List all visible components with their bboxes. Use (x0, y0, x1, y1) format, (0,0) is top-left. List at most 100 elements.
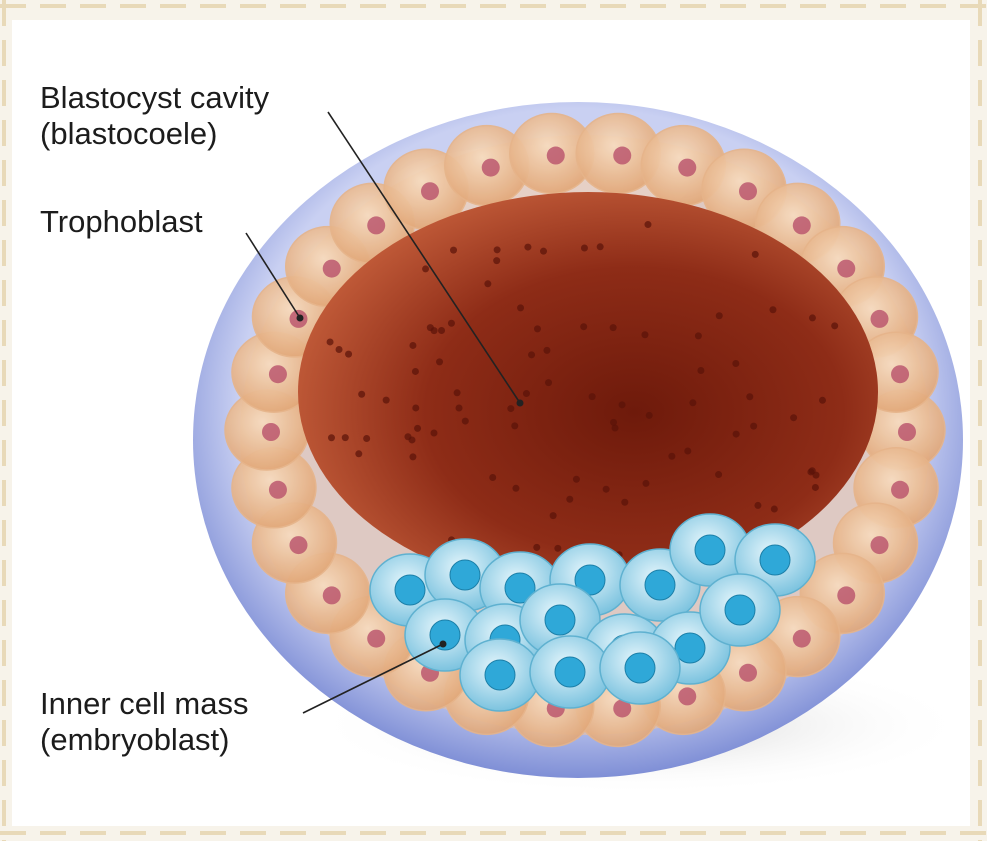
cavity-speckle (426, 324, 434, 332)
cavity-speckle (754, 501, 762, 509)
dashed-border-left (2, 0, 6, 841)
cavity-speckle (493, 257, 501, 265)
cavity-speckle (818, 396, 826, 404)
cavity-speckle (450, 246, 458, 254)
cavity-speckle (533, 543, 541, 551)
dashed-border-bottom (0, 831, 987, 835)
inner-cell (459, 638, 541, 712)
cavity-speckle (808, 314, 816, 322)
leader-line-trophoblast (245, 232, 301, 319)
inner-cell (699, 573, 781, 647)
cavity-speckle (618, 401, 626, 409)
cavity-speckle (522, 390, 530, 398)
cavity-speckle (341, 434, 349, 442)
cavity-speckle (409, 453, 417, 461)
dashed-border-right (978, 0, 982, 841)
cavity-speckle (461, 417, 469, 425)
label-blastocyst-cavity-line2: (blastocoele) (40, 116, 218, 151)
cavity-speckle (524, 243, 532, 251)
cavity-speckle (512, 484, 520, 492)
cavity-speckle (382, 396, 390, 404)
cavity-speckle (684, 447, 692, 455)
cavity-speckle (489, 473, 497, 481)
leader-line-icm (302, 643, 444, 714)
leader-dot-trophoblast (296, 314, 304, 322)
cavity-speckle (436, 358, 444, 366)
cavity-speckle (580, 323, 588, 331)
blastocyst-cavity (298, 192, 878, 592)
label-inner-cell-mass-line1: Inner cell mass (40, 686, 249, 721)
label-blastocyst-cavity: Blastocyst cavity (blastocoele) (40, 80, 269, 152)
cavity-speckle (517, 304, 525, 312)
cavity-speckle (540, 247, 548, 255)
label-inner-cell-mass-line2: (embryoblast) (40, 722, 230, 757)
label-trophoblast: Trophoblast (40, 204, 203, 240)
cavity-speckle (689, 399, 697, 407)
cavity-speckle (411, 367, 419, 375)
dashed-border-top (0, 4, 987, 8)
cavity-speckle (732, 359, 740, 367)
trophoblast-cells (224, 112, 946, 748)
inner-cell (599, 631, 681, 705)
cavity-speckle (422, 265, 430, 273)
cavity-speckle (511, 422, 519, 430)
cavity-speckle (438, 327, 446, 335)
cavity-speckle (572, 475, 580, 483)
cavity-speckle (528, 351, 536, 359)
cavity-speckle (580, 244, 588, 252)
cavity-speckle (668, 452, 676, 460)
cavity-speckle (484, 280, 492, 288)
cavity-speckle (414, 424, 422, 432)
cavity-speckle (493, 246, 501, 254)
cavity-speckle (831, 322, 839, 330)
cavity-speckle (412, 404, 420, 412)
cavity-speckle (697, 366, 705, 374)
cavity-speckle (602, 485, 610, 493)
cavity-speckle (642, 479, 650, 487)
cavity-speckle (641, 331, 649, 339)
leader-dot-icm (439, 640, 447, 648)
cavity-speckle (645, 411, 653, 419)
cavity-speckle (554, 544, 562, 552)
cavity-speckle (363, 435, 371, 443)
cavity-speckle (770, 505, 778, 513)
cavity-speckle (566, 495, 574, 503)
cavity-speckle (790, 414, 798, 422)
cavity-speckle (715, 312, 723, 320)
cavity-speckle (335, 345, 343, 353)
cavity-speckle (808, 467, 816, 475)
cavity-speckle (549, 512, 557, 520)
cavity-speckle (732, 430, 740, 438)
cavity-speckle (430, 429, 438, 437)
cavity-speckle (611, 424, 619, 432)
leader-dot-cavity (516, 399, 524, 407)
cavity-speckle (751, 250, 759, 258)
label-blastocyst-cavity-line1: Blastocyst cavity (40, 80, 270, 115)
cavity-speckle (750, 422, 758, 430)
cavity-speckle (358, 390, 366, 398)
cavity-speckle (409, 341, 417, 349)
cavity-speckle (345, 350, 353, 358)
inner-cell (529, 635, 611, 709)
cavity-speckle (507, 405, 515, 413)
cavity-speckle (408, 436, 416, 444)
cavity-speckle (355, 450, 363, 458)
cavity-speckle (453, 389, 461, 397)
cavity-speckle (715, 471, 723, 479)
cavity-speckle (694, 332, 702, 340)
leader-line-cavity (327, 111, 521, 404)
cavity-speckle (455, 404, 463, 412)
cavity-speckle (769, 306, 777, 314)
cavity-speckle (327, 434, 335, 442)
cavity-speckle (644, 221, 652, 229)
cavity-speckle (610, 418, 618, 426)
cavity-speckle (746, 393, 754, 401)
cavity-speckle (533, 325, 541, 333)
cavity-speckle (588, 393, 596, 401)
cavity-speckle (609, 324, 617, 332)
label-trophoblast-text: Trophoblast (40, 204, 203, 239)
cavity-speckle (447, 319, 455, 327)
label-inner-cell-mass: Inner cell mass (embryoblast) (40, 686, 248, 758)
